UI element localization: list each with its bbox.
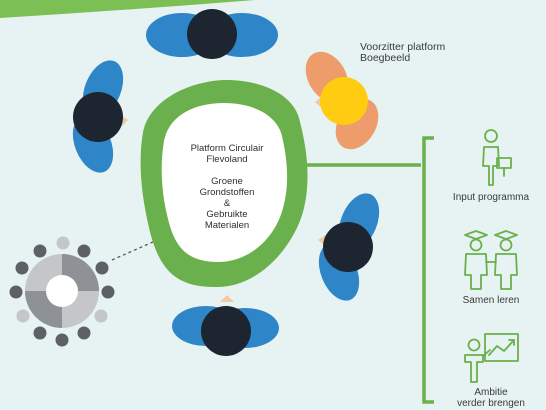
participant-head xyxy=(201,306,251,356)
platform-topic-line: Grondstoffen xyxy=(199,187,255,198)
graduates-icon xyxy=(464,230,518,290)
participant-bottom xyxy=(172,295,279,356)
platform-table-surface xyxy=(161,103,288,262)
participant-chair xyxy=(305,51,379,150)
platform-title-line: Platform Circulair xyxy=(190,143,264,154)
platform-topic-line: & xyxy=(223,198,231,209)
participant-right xyxy=(318,193,380,301)
output-label-line: Ambitie xyxy=(474,387,508,398)
presenter-icon xyxy=(482,129,512,186)
platform-topic-line: Groene xyxy=(211,176,243,187)
participant-top xyxy=(146,9,278,59)
output-label-ambitie: Ambitie verder brengen xyxy=(436,387,546,409)
output-label-input-programma: Input programma xyxy=(452,192,530,203)
participant-left xyxy=(72,60,128,173)
participant-head xyxy=(323,222,373,272)
participant-head xyxy=(187,9,237,59)
chair-label: Voorzitter platform Boegbeeld xyxy=(360,42,445,64)
platform-topic-line: Gebruikte xyxy=(206,209,248,220)
platform-topic-line: Materialen xyxy=(204,220,250,231)
chair-head xyxy=(320,77,368,125)
output-label-samen-leren: Samen leren xyxy=(462,295,520,306)
chair-label-line: Voorzitter platform xyxy=(360,41,446,53)
output-bracket xyxy=(422,136,434,404)
chair-label-line: Boegbeeld xyxy=(360,52,411,64)
mini-round-table xyxy=(9,236,115,347)
platform-title-line: Flevoland xyxy=(206,154,248,165)
output-label-line: verder brengen xyxy=(457,397,525,409)
participant-head xyxy=(73,92,123,142)
platform-label: Platform Circulair Flevoland Groene Gron… xyxy=(168,143,286,231)
growth-chart-icon xyxy=(464,333,519,383)
decorative-stripe xyxy=(0,0,255,18)
